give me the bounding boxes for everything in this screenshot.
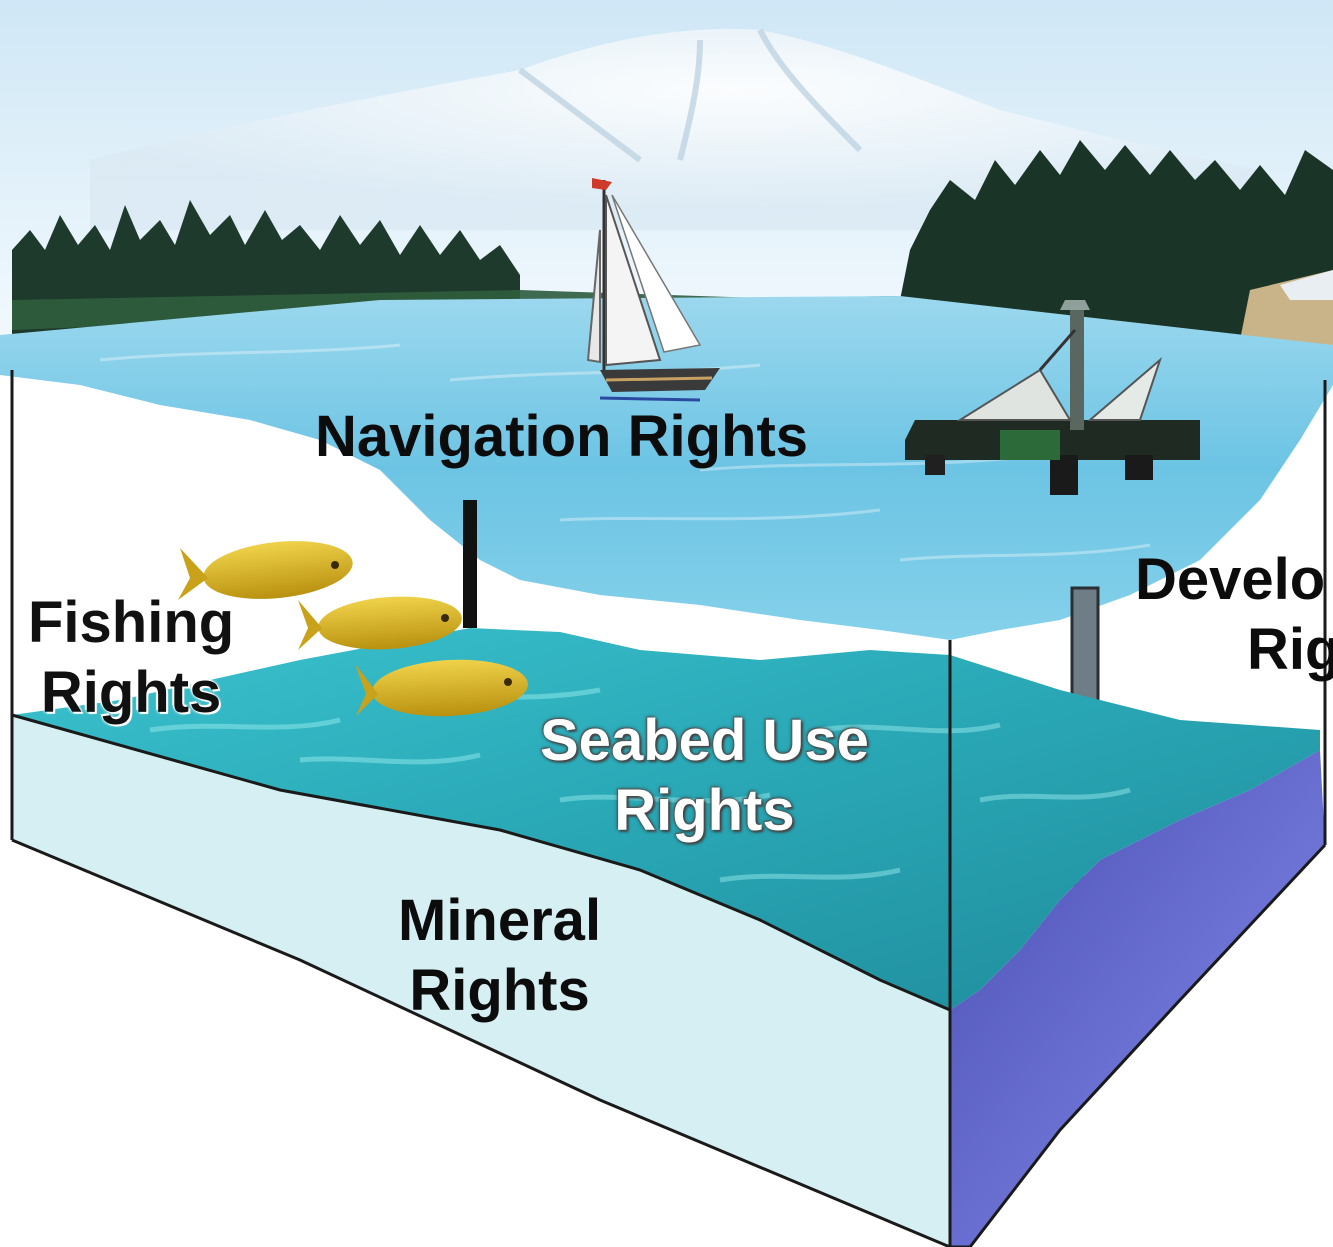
fish-icon [298, 596, 462, 650]
fish-icon [355, 659, 528, 717]
development-rights-label: Develo Rig [1135, 545, 1333, 685]
block-side-right [950, 750, 1325, 1247]
navigation-post [463, 500, 477, 628]
development-rights-line-1: Develo [1135, 547, 1326, 612]
navigation-rights-label: Navigation Rights [315, 402, 808, 472]
mineral-rights-label: Mineral Rights [398, 886, 601, 1026]
mountain-icon [90, 28, 1260, 231]
seabed-use-rights-line-1: Seabed Use [540, 708, 869, 773]
seabed-use-rights-line-2: Rights [614, 778, 795, 843]
seabed-use-rights-label: Seabed Use Rights [540, 706, 869, 846]
water-texture [99, 343, 1151, 562]
mineral-rights-line-2: Rights [409, 958, 590, 1023]
seabed-surface [12, 628, 1320, 1010]
surface-water [0, 296, 1333, 640]
fish-icon [178, 541, 353, 600]
mineral-rights-line-1: Mineral [398, 888, 602, 953]
development-rights-line-2: Rig [1247, 617, 1333, 682]
sailboat-icon [586, 178, 720, 402]
navigation-rights-text: Navigation Rights [315, 404, 809, 469]
oil-platform-icon [905, 300, 1200, 495]
fishing-rights-line-1: Fishing [28, 590, 235, 655]
fishing-rights-label: Fishing Rights [28, 588, 234, 728]
block-side-left [12, 715, 950, 1247]
seabed-caustics [149, 687, 1131, 883]
fishing-rights-line-2: Rights [40, 660, 222, 725]
forest-icon [900, 140, 1333, 345]
block-outline [10, 370, 1327, 1247]
